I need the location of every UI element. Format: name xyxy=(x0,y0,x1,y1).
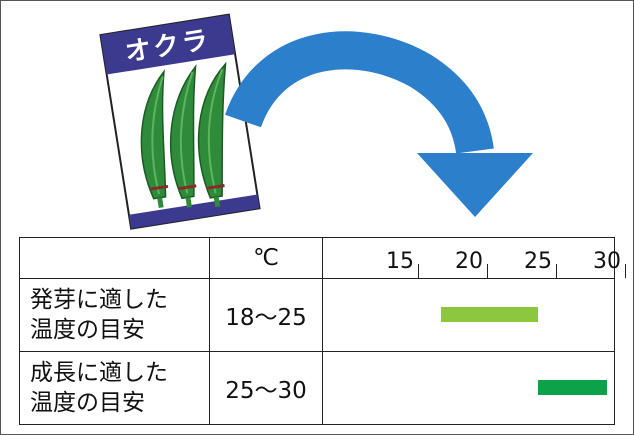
packet-header xyxy=(100,14,236,75)
row-label-line: 発芽に適した xyxy=(30,287,168,313)
row-label-line: 成長に適した xyxy=(30,360,168,386)
range-value: 25〜30 xyxy=(209,351,323,425)
temperature-range-bar xyxy=(441,307,538,322)
unit-header: ℃ xyxy=(209,237,323,279)
range-bar-cell xyxy=(322,351,615,425)
scale-tick-mark xyxy=(556,264,557,278)
row-label-line: 温度の目安 xyxy=(30,317,145,343)
row-label-line: 温度の目安 xyxy=(30,390,145,416)
okra-seed-packet: オクラ xyxy=(99,13,261,230)
table-row: 成長に適した 温度の目安 25〜30 xyxy=(19,351,615,425)
row-label: 成長に適した 温度の目安 xyxy=(19,351,210,425)
range-value: 18〜25 xyxy=(209,278,323,352)
row-label: 発芽に適した 温度の目安 xyxy=(19,278,210,352)
scale-tick-mark xyxy=(625,264,626,278)
scale-tick-mark xyxy=(487,264,488,278)
scale-tick-mark xyxy=(418,264,419,278)
table-header-row: ℃ 15 20 25 30 xyxy=(19,237,626,279)
okra-icon xyxy=(140,61,227,209)
temperature-table: ℃ 15 20 25 30 発芽に適した 温度の目安 18〜25 成長に適した 温度の… xyxy=(19,237,626,425)
curved-arrow-icon xyxy=(225,31,533,217)
packet-footer xyxy=(128,194,260,229)
table-row: 発芽に適した 温度の目安 18〜25 xyxy=(19,278,615,352)
temperature-range-bar xyxy=(538,380,607,395)
range-bar-cell xyxy=(322,278,615,352)
header-empty-cell xyxy=(19,237,210,279)
scale-tick-label: 15 xyxy=(386,249,414,274)
scale-tick-label: 30 xyxy=(593,249,621,274)
scale-tick-label: 25 xyxy=(524,249,552,274)
temperature-scale: 15 20 25 30 xyxy=(322,237,626,279)
scale-tick-label: 20 xyxy=(455,249,483,274)
